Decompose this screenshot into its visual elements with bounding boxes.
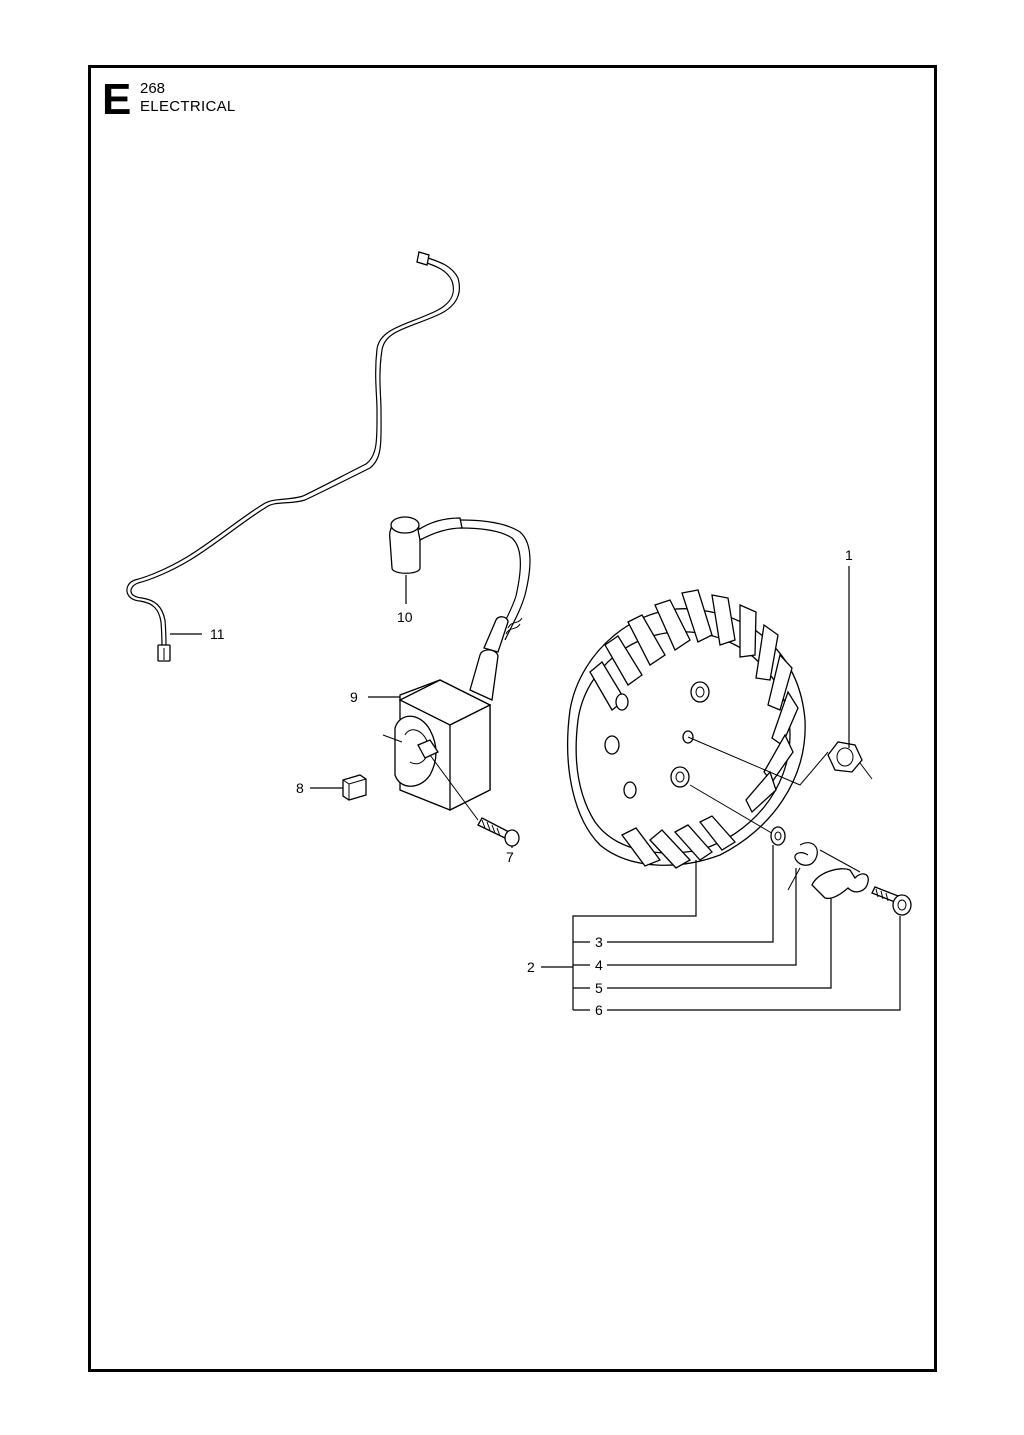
callout-1: 1 [845, 547, 853, 563]
flywheel-key [342, 774, 367, 801]
starter-pawl-assembly [689, 784, 912, 916]
callout-3: 3 [595, 934, 603, 950]
ignition-module [382, 616, 509, 812]
callout-4: 4 [595, 957, 603, 973]
section-title: ELECTRICAL [140, 98, 236, 115]
short-circuit-cable [126, 251, 461, 662]
callout-2: 2 [527, 959, 535, 975]
flywheel-nut [827, 741, 873, 780]
callout-8: 8 [296, 780, 304, 796]
section-letter: E [102, 75, 132, 124]
callout-7: 7 [506, 849, 514, 865]
spark-plug-cap-and-lead [389, 516, 531, 641]
callout-6: 6 [595, 1002, 603, 1018]
callout-9: 9 [350, 689, 358, 705]
callout-11: 11 [210, 626, 225, 642]
page-frame [88, 65, 937, 1372]
callout-5: 5 [595, 980, 603, 996]
callout-10: 10 [397, 609, 413, 625]
flywheel [567, 589, 829, 869]
model-number: 268 [140, 80, 166, 97]
leader-lines [170, 566, 901, 1011]
